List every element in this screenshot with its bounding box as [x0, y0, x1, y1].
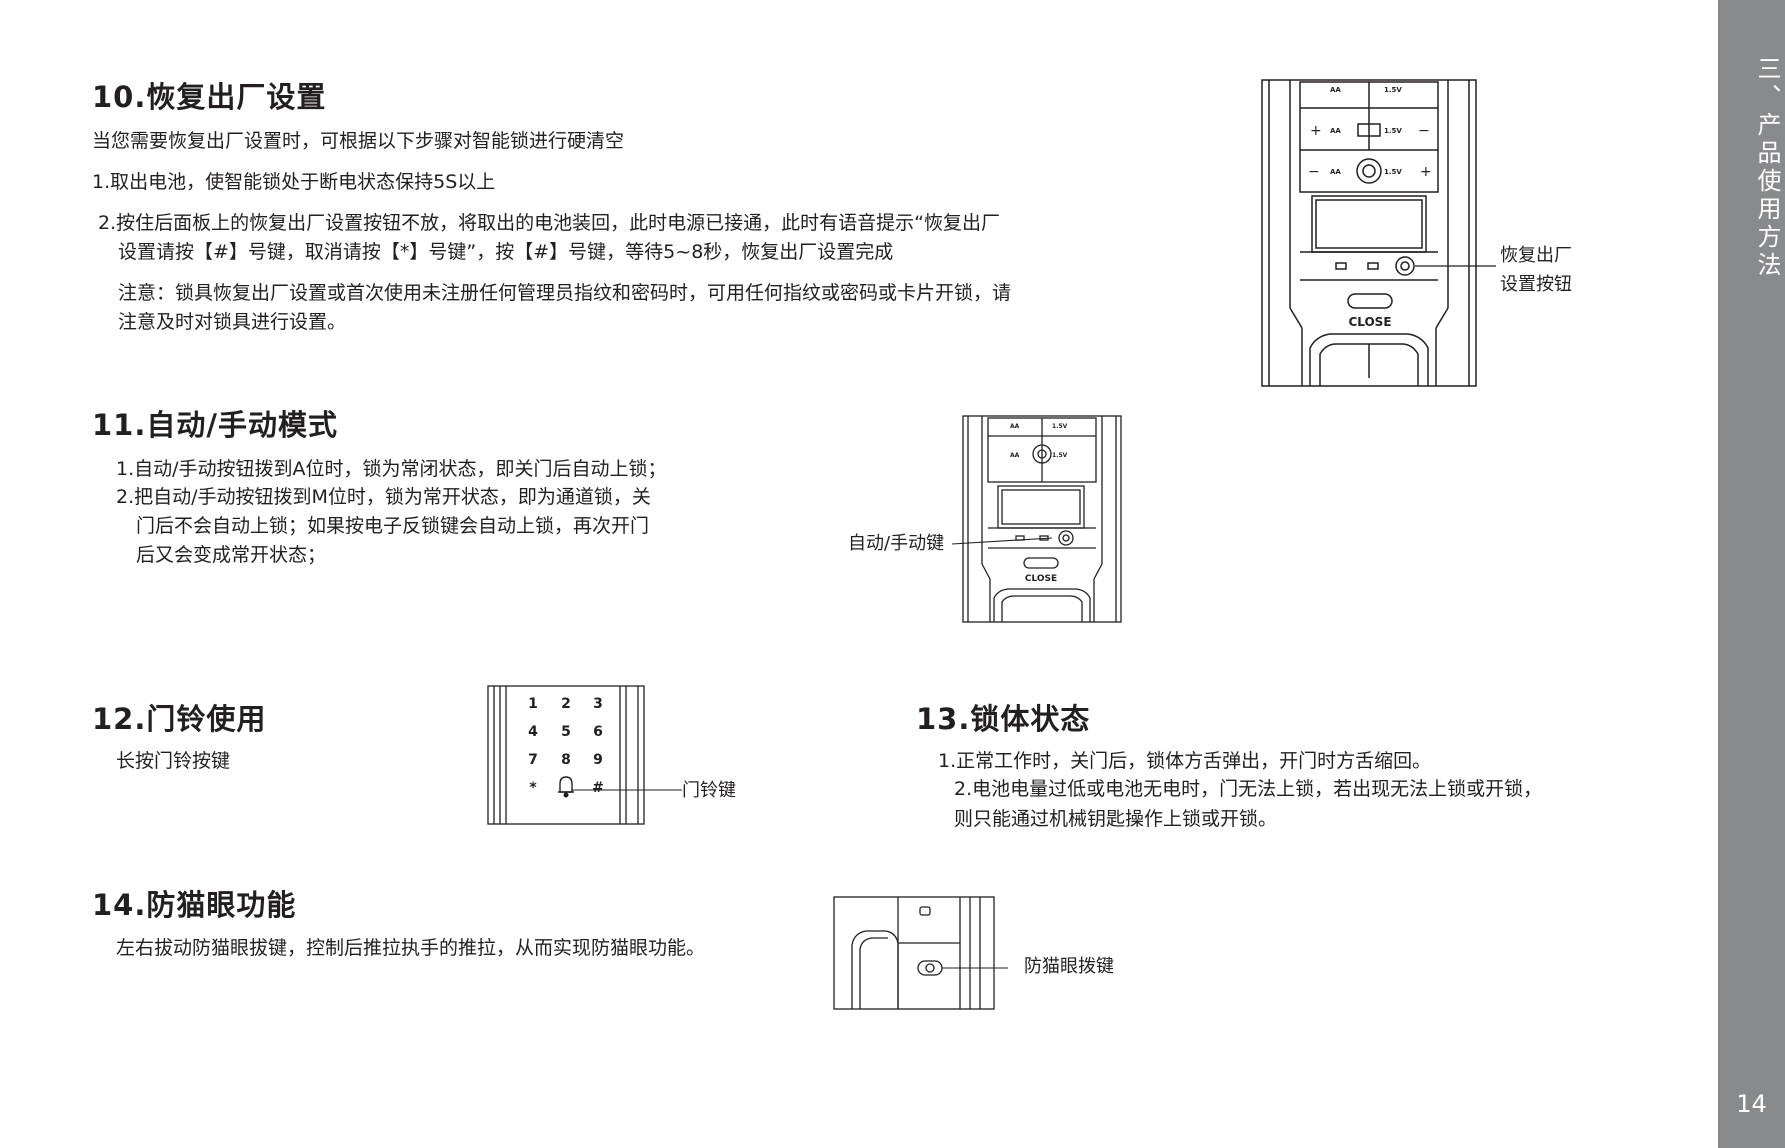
reset-button-label-b: 设置按钮: [1500, 274, 1572, 295]
section-11-line-3: 门后不会自动上锁；如果按电子反锁键会自动上锁，再次开门: [136, 515, 650, 537]
section-12-body: 长按门铃按键: [116, 750, 231, 772]
rear-panel-diagram: AA 1.5V AA 1.5V 1.5V AA + − − + CLOSE: [1261, 79, 1496, 387]
section-13-line-2: 2.电池电量过低或电池无电时，门无法上锁，若出现无法上锁或开锁，: [954, 778, 1543, 800]
battery-volt-label: 1.5V: [1052, 423, 1068, 430]
keypad-key-6: 6: [593, 724, 603, 740]
peephole-diagram: [833, 896, 1008, 1010]
battery-volt-label: 1.5V: [1384, 86, 1402, 94]
keypad-key-7: 7: [528, 752, 538, 768]
keypad-key-star: *: [529, 780, 537, 796]
keypad-diagram: 1 2 3 4 5 6 7 8 9 * #: [487, 685, 682, 825]
peephole-key-label: 防猫眼拨键: [1024, 956, 1114, 977]
close-label: CLOSE: [1025, 574, 1057, 584]
battery-minus-sign: −: [1308, 164, 1320, 180]
section-14-body: 左右拔动防猫眼拔键，控制后推拉执手的推拉，从而实现防猫眼功能。: [116, 937, 706, 959]
keypad-key-1: 1: [528, 696, 538, 712]
section-10-title: 10.恢复出厂设置: [92, 80, 327, 114]
section-10-note-b: 注意及时对锁具进行设置。: [118, 311, 347, 333]
section-11-line-2: 2.把自动/手动按钮拨到M位时，锁为常开状态，即为通道锁，关: [116, 486, 651, 508]
doorbell-icon: [558, 776, 574, 798]
battery-aa-label: AA: [1330, 168, 1341, 176]
section-11-line-1: 1.自动/手动按钮拨到A位时，锁为常闭状态，即关门后自动上锁；: [116, 458, 667, 480]
section-11-line-4: 后又会变成常开状态；: [136, 544, 327, 566]
keypad-key-2: 2: [561, 696, 571, 712]
section-11-title: 11.自动/手动模式: [92, 408, 338, 442]
battery-aa-label: AA: [1330, 86, 1341, 94]
keypad-key-4: 4: [528, 724, 538, 740]
section-13-line-3: 则只能通过机械钥匙操作上锁或开锁。: [954, 808, 1278, 830]
keypad-key-3: 3: [593, 696, 603, 712]
battery-aa-label: AA: [1010, 423, 1020, 430]
reset-button-label-a: 恢复出厂: [1500, 245, 1572, 266]
keypad-key-8: 8: [561, 752, 571, 768]
section-10-step-2a: 2.按住后面板上的恢复出厂设置按钮不放，将取出的电池装回，此时电源已接通，此时有…: [98, 212, 1000, 234]
auto-manual-diagram: AA 1.5V AA 1.5V CLOSE: [952, 415, 1122, 623]
section-14-title: 14.防猫眼功能: [92, 888, 297, 922]
battery-volt-label: 1.5V: [1384, 168, 1402, 176]
chapter-title: 三、产品使用方法: [1753, 56, 1781, 280]
keypad-key-hash: #: [592, 780, 604, 796]
battery-aa-label: AA: [1010, 452, 1020, 459]
section-12-title: 12.门铃使用: [92, 702, 267, 736]
battery-plus-sign: +: [1420, 164, 1432, 180]
page-number: 14: [1736, 1090, 1767, 1118]
section-10-note-a: 注意：锁具恢复出厂设置或首次使用未注册任何管理员指纹和密码时，可用任何指纹或密码…: [118, 282, 1012, 304]
section-13-title: 13.锁体状态: [916, 702, 1091, 736]
battery-plus-sign: +: [1310, 123, 1322, 139]
battery-minus-sign: −: [1418, 123, 1430, 139]
section-10-intro: 当您需要恢复出厂设置时，可根据以下步骤对智能锁进行硬清空: [92, 130, 625, 152]
keypad-key-5: 5: [561, 724, 571, 740]
auto-manual-key-label: 自动/手动键: [848, 533, 945, 554]
doorbell-key-label: 门铃键: [682, 780, 736, 801]
battery-volt-label: 1.5V: [1052, 452, 1068, 459]
chapter-sidebar: 三、产品使用方法 14: [1718, 0, 1785, 1148]
battery-aa-label: AA: [1330, 127, 1341, 135]
section-13-line-1: 1.正常工作时，关门后，锁体方舌弹出，开门时方舌缩回。: [938, 750, 1432, 772]
close-label: CLOSE: [1348, 315, 1391, 329]
section-10-step-1: 1.取出电池，使智能锁处于断电状态保持5S以上: [92, 171, 496, 193]
section-10-step-2b: 设置请按【#】号键，取消请按【*】号键”，按【#】号键，等待5~8秒，恢复出厂设…: [118, 241, 894, 263]
keypad-key-9: 9: [593, 752, 603, 768]
battery-volt-label: 1.5V: [1384, 127, 1402, 135]
